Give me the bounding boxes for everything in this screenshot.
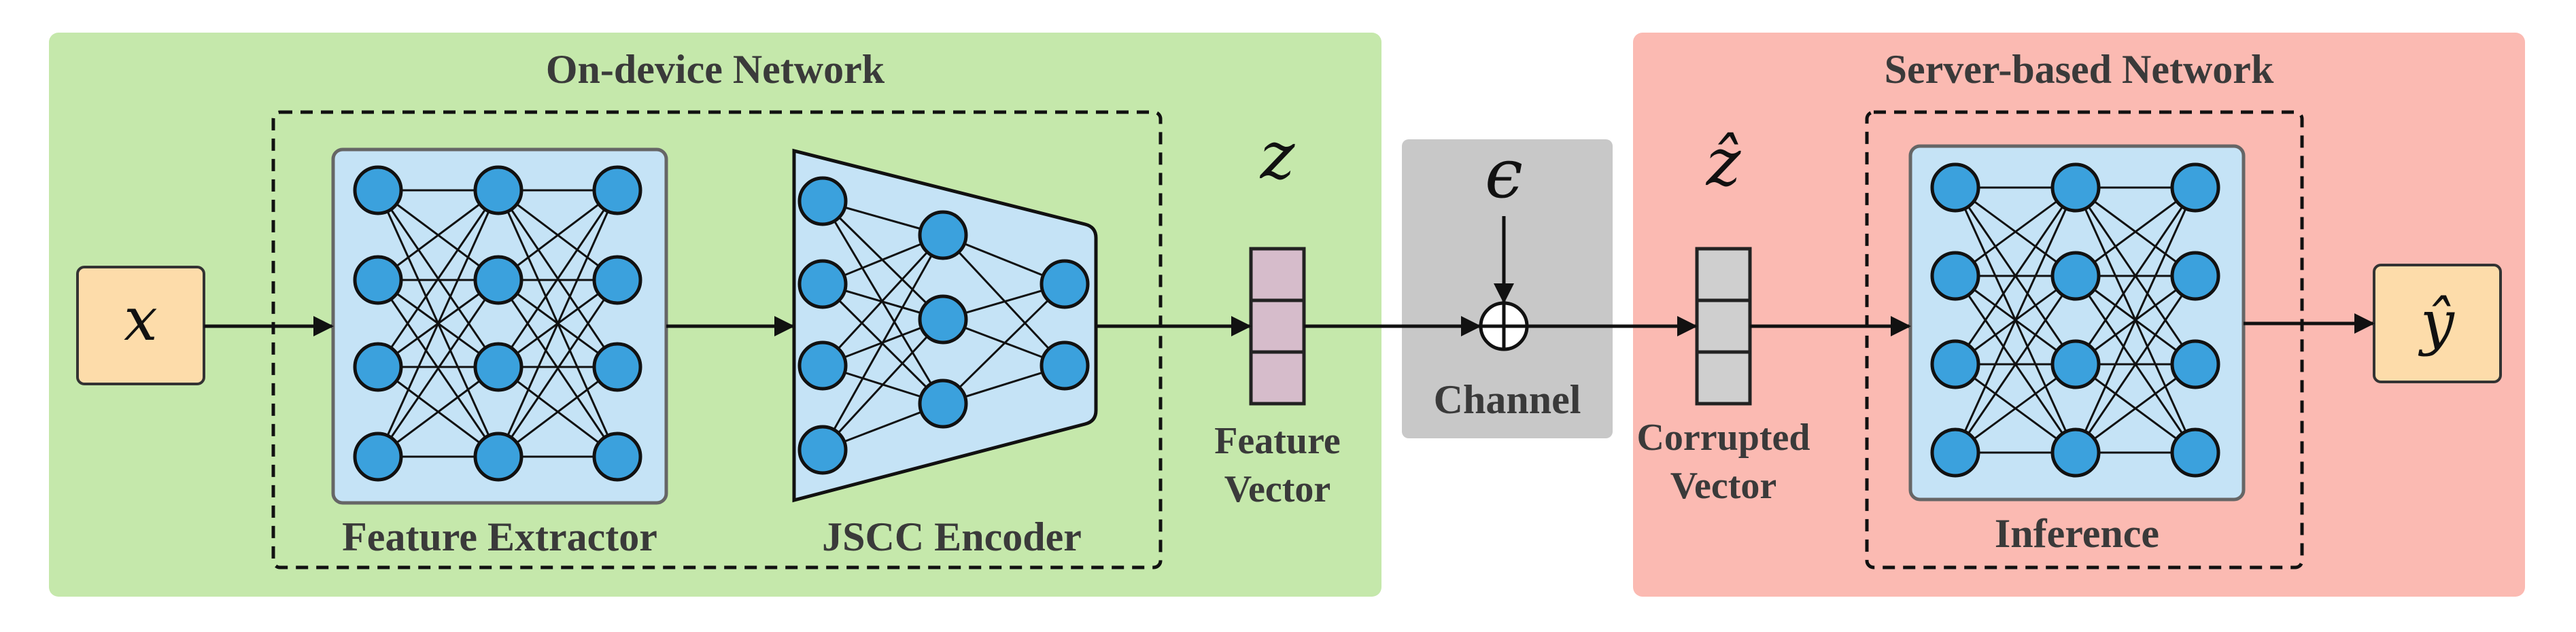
network-node <box>2050 162 2101 213</box>
network-edge <box>821 234 944 451</box>
network-node <box>918 210 968 260</box>
network-edge <box>942 283 1066 405</box>
network-node <box>797 259 848 309</box>
network-node <box>1040 259 1090 309</box>
network-node <box>1040 340 1090 391</box>
on-device-network-title: On-device Network <box>546 47 885 92</box>
network-node <box>1930 427 1980 478</box>
server-network-title: Server-based Network <box>1885 47 2274 92</box>
on-device-dashed-group <box>271 110 1163 569</box>
network-edge <box>377 189 499 281</box>
network-node <box>592 432 642 482</box>
network-edge <box>1955 363 2076 454</box>
feature-vector-label-line2: Vector <box>1224 468 1331 510</box>
feature-vector-cell <box>1249 247 1306 302</box>
network-node <box>2170 251 2220 301</box>
network-node <box>592 342 642 392</box>
add-operator-icon <box>1479 301 1529 351</box>
network-node <box>797 425 848 475</box>
network-node <box>797 176 848 226</box>
network-node <box>353 255 403 305</box>
jscc-encoder-label: JSCC Encoder <box>822 514 1082 559</box>
network-node <box>1930 162 1980 213</box>
corrupted-vector-label-line2: Vector <box>1670 465 1777 507</box>
network-edge <box>1954 187 2077 365</box>
network-edge <box>2074 187 2197 453</box>
input-x-symbol: x <box>124 284 158 354</box>
inference-label: Inference <box>1995 511 2159 556</box>
network-node <box>473 342 523 392</box>
network-edge <box>2074 187 2197 365</box>
feature-vector <box>1249 247 1306 406</box>
network-edge <box>2074 275 2197 453</box>
network-edge <box>497 190 619 457</box>
feature-extractor-label: Feature Extractor <box>342 514 657 559</box>
network-edge <box>497 190 619 368</box>
corrupted-vector-label-line1: Corrupted <box>1636 417 1810 459</box>
z-symbol: z <box>1260 118 1296 194</box>
network-edge <box>498 366 618 458</box>
inference-dashed-group <box>1865 110 2304 569</box>
network-node <box>918 379 968 429</box>
corrupted-vector <box>1695 247 1752 406</box>
network-node <box>918 294 968 345</box>
feature-vector-cell <box>1249 350 1306 406</box>
corrupted-vector-cell <box>1695 247 1752 302</box>
network-edge <box>1954 275 2077 453</box>
network-node <box>473 165 523 215</box>
connections <box>204 216 2375 336</box>
network-node <box>2170 427 2220 478</box>
on-device-network-region <box>49 33 1381 597</box>
network-node <box>797 340 848 391</box>
channel-label: Channel <box>1434 377 1581 422</box>
network-node <box>2050 251 2101 301</box>
network-node <box>473 432 523 482</box>
network-node <box>1930 339 1980 389</box>
network-node <box>1930 251 1980 301</box>
epsilon-symbol: ϵ <box>1485 134 1523 213</box>
network-node <box>2050 427 2101 478</box>
feature-extractor-network <box>353 165 642 482</box>
network-edge <box>942 234 1066 367</box>
output-y-hat-symbol: ŷ <box>2418 287 2455 357</box>
feature-vector-label-line1: Feature <box>1214 420 1341 462</box>
z-hat-symbol: ẑ <box>1706 124 1742 200</box>
network-node <box>2170 339 2220 389</box>
network-edge <box>377 190 500 457</box>
network-node <box>592 255 642 305</box>
network-edge <box>1955 186 2076 277</box>
network-edge <box>377 279 500 457</box>
network-node <box>353 165 403 215</box>
network-edge <box>498 189 618 281</box>
network-node <box>473 255 523 305</box>
network-node <box>353 342 403 392</box>
network-edge <box>1954 187 2077 453</box>
network-node <box>592 165 642 215</box>
network-edge <box>821 318 944 451</box>
network-node <box>353 432 403 482</box>
corrupted-vector-cell <box>1695 350 1752 406</box>
network-edge <box>377 366 499 458</box>
network-node <box>2050 339 2101 389</box>
corrupted-vector-cell <box>1695 298 1752 354</box>
network-node <box>2170 162 2220 213</box>
jscc-encoder-network <box>797 176 1090 475</box>
feature-vector-cell <box>1249 298 1306 354</box>
network-edge <box>821 234 944 367</box>
inference-network <box>1930 162 2220 478</box>
network-edge <box>497 279 619 457</box>
network-edge <box>377 190 500 368</box>
